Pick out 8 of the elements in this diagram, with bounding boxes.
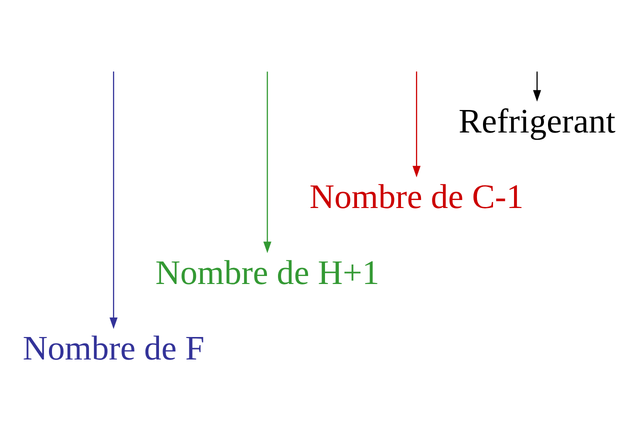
node-text: Refrigerant: [458, 102, 616, 140]
node-text: Nombre de F: [22, 329, 204, 368]
arrow: [412, 72, 421, 178]
arrow: [110, 71, 118, 330]
arrow: [533, 72, 542, 102]
arrow: [263, 72, 272, 254]
node-text: Nombre de H+1: [155, 254, 380, 292]
node-text: Nombre de C-1: [309, 178, 524, 216]
